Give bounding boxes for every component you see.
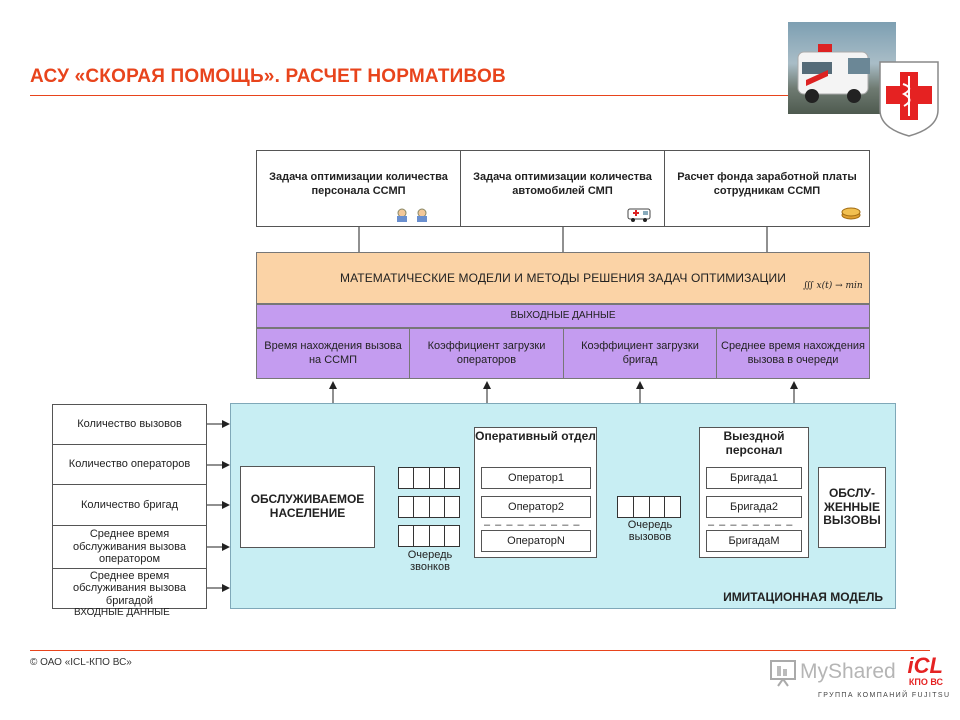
task-label: Задача оптимизации количества автомобиле…: [473, 171, 652, 197]
brigades-ellipsis: – – – – – – – –: [708, 519, 794, 531]
brigade-1: Бригада1: [706, 467, 802, 489]
watermark: MyShared: [768, 656, 918, 690]
input-text: Количество операторов: [68, 458, 191, 471]
footer-divider: [30, 650, 930, 651]
output-call-time: Время нахождения вызова на ССМП: [256, 328, 410, 379]
input-text: Количество вызовов: [77, 418, 182, 431]
task-vehicle-optimization: Задача оптимизации количества автомобиле…: [460, 150, 665, 227]
output-data-text: ВЫХОДНЫЕ ДАННЫЕ: [510, 309, 616, 321]
output-brigade-load: Коэффициент загрузки бригад: [563, 328, 717, 379]
input-text: Среднее время обслуживания вызова операт…: [72, 528, 187, 566]
call-queue-1: [398, 467, 460, 489]
logo-brand: iCL: [907, 653, 943, 678]
input-text: Среднее время обслуживания вызова бригад…: [72, 569, 187, 607]
people-icon: [394, 207, 434, 228]
brigade-m: БригадаМ: [706, 530, 802, 552]
input-operator-service-time: Среднее время обслуживания вызова операт…: [52, 525, 207, 569]
logo-sub: КПО ВС: [908, 677, 943, 687]
output-text: Коэффициент загрузки операторов: [427, 339, 546, 366]
calls-queue: [617, 496, 681, 518]
population-label: ОБСЛУЖИВАЕМОЕ НАСЕЛЕНИЕ: [250, 492, 365, 520]
operator-2: Оператор2: [481, 496, 591, 518]
ambulance-icon: [627, 206, 653, 227]
title-divider: [30, 95, 788, 96]
served-calls-label: ОБСЛУ-ЖЕННЫЕ ВЫЗОВЫ: [823, 485, 881, 528]
operator-label: ОператорN: [507, 534, 565, 547]
page-title: АСУ «СКОРАЯ ПОМОЩЬ». РАСЧЕТ НОРМАТИВОВ: [30, 66, 506, 87]
brigade-2: Бригада2: [706, 496, 802, 518]
brigade-label: Бригада2: [729, 500, 779, 513]
operators-ellipsis: – – – – – – – – –: [484, 519, 581, 531]
output-text: Среднее время нахождения вызова в очеред…: [721, 339, 866, 366]
output-operator-load: Коэффициент загрузки операторов: [409, 328, 564, 379]
input-brigade-count: Количество бригад: [52, 484, 207, 526]
coins-icon: [840, 206, 862, 225]
call-queue-2: [398, 496, 460, 518]
brigade-label: Бригада1: [729, 471, 779, 484]
medical-emblem-icon: [876, 58, 942, 138]
task-label: Задача оптимизации количества персонала …: [269, 171, 448, 197]
task-label: Расчет фонда заработной платы сотрудника…: [677, 171, 857, 197]
operator-label: Оператор2: [508, 500, 564, 513]
operator-label: Оператор1: [508, 471, 564, 484]
operator-n: ОператорN: [481, 530, 591, 552]
calls-queue-label: Очередь вызовов: [627, 519, 673, 543]
operator-1: Оператор1: [481, 467, 591, 489]
served-calls: ОБСЛУ-ЖЕННЫЕ ВЫЗОВЫ: [818, 467, 886, 548]
output-text: Время нахождения вызова на ССМП: [264, 339, 402, 366]
logo-tagline: ГРУППА КОМПАНИЙ FUJITSU: [818, 692, 951, 699]
task-staff-optimization: Задача оптимизации количества персонала …: [256, 150, 461, 227]
formula: ∭ x(t) → min: [803, 281, 863, 291]
call-queue-label: Очередь звонков: [407, 549, 453, 573]
output-text: Коэффициент загрузки бригад: [581, 339, 699, 366]
output-queue-time: Среднее время нахождения вызова в очеред…: [716, 328, 870, 379]
icl-logo: iCL КПО ВС: [893, 655, 943, 691]
math-models-label: МАТЕМАТИЧЕСКИЕ МОДЕЛИ И МЕТОДЫ РЕШЕНИЯ З…: [340, 270, 786, 285]
ambulance-photo: [788, 22, 896, 114]
watermark-text: MyShared: [800, 660, 896, 683]
input-text: Количество бригад: [81, 498, 178, 511]
presentation-icon: [770, 660, 796, 687]
math-models-block: МАТЕМАТИЧЕСКИЕ МОДЕЛИ И МЕТОДЫ РЕШЕНИЯ З…: [256, 252, 870, 304]
simulation-label: ИМИТАЦИОННАЯ МОДЕЛЬ: [723, 590, 883, 604]
population-block: ОБСЛУЖИВАЕМОЕ НАСЕЛЕНИЕ: [240, 466, 375, 548]
input-operator-count: Количество операторов: [52, 444, 207, 485]
call-queue-3: [398, 525, 460, 547]
output-data-label: ВЫХОДНЫЕ ДАННЫЕ: [256, 304, 870, 328]
input-call-count: Количество вызовов: [52, 404, 207, 445]
ops-department-label: Оперативный отдел: [475, 429, 596, 443]
copyright: © ОАО «ICL-КПО ВС»: [30, 657, 132, 668]
input-brigade-service-time: Среднее время обслуживания вызова бригад…: [52, 568, 207, 609]
task-payroll-calculation: Расчет фонда заработной платы сотрудника…: [664, 150, 870, 227]
input-data-label: ВХОДНЫЕ ДАННЫЕ: [74, 607, 170, 618]
field-staff-label: Выездной персонал: [723, 429, 785, 457]
brigade-label: БригадаМ: [728, 534, 780, 547]
